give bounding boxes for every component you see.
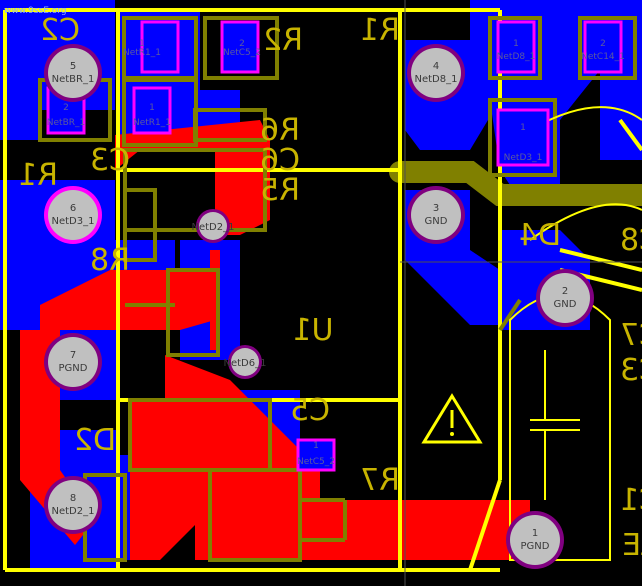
designator-label: C2	[40, 13, 80, 48]
pad-net-label: NetD2_1	[52, 506, 95, 517]
designator-label: D4	[519, 218, 561, 253]
pad-copper	[411, 190, 461, 240]
smd-pad-net: NetBR_1	[47, 118, 85, 128]
designator-label: R1	[360, 13, 400, 48]
smd-pad-shape	[220, 20, 260, 74]
smd-pad-number: 1	[139, 39, 145, 49]
designator-label: R6	[260, 113, 300, 148]
warning-symbol-icon	[421, 393, 483, 444]
smd-pad-number: 1	[313, 441, 319, 451]
pad-copper	[411, 48, 461, 98]
designator-label: C7	[620, 318, 642, 353]
pad-copper	[510, 515, 560, 565]
through-hole-pad-layer: 5NetBR_14NetD8_16NetD3_13GND2GND7PGND8Ne…	[44, 44, 594, 569]
pad-number: 7	[70, 350, 76, 361]
designator-label: C1	[620, 483, 642, 518]
silk-power-trace	[389, 161, 642, 206]
smd-pad-net: NetD8_1	[497, 52, 536, 62]
designator-layer: C2R2R1R6C6R5C3R1R8U1C5D2R7D4C7C1LEC8C3	[18, 13, 642, 563]
smd-pad-net: NetD3_1	[504, 153, 543, 163]
smd-pad-net: NetC5_2	[223, 48, 261, 58]
smd-pad-shape	[496, 108, 550, 167]
smd-pad-shape	[296, 438, 336, 472]
designator-label: C5	[290, 393, 330, 428]
pad-net-label: NetD3_1	[52, 216, 95, 227]
designator-label: LE	[622, 528, 642, 563]
designator-label: R1	[18, 158, 58, 193]
designator-label: R7	[360, 463, 400, 498]
smd-pad-number: 1	[520, 123, 526, 133]
watermark-text: www.9ssE.org	[4, 6, 67, 16]
smd-pad-number: 1	[149, 103, 155, 113]
via-copper	[231, 348, 259, 376]
designator-label: R5	[260, 173, 300, 208]
pad-copper	[48, 480, 98, 530]
pad-net-label: GND	[425, 216, 448, 227]
smd-pad-net: NetR1_1	[133, 118, 171, 128]
pad-net-label: PGND	[521, 541, 550, 552]
designator-label: R2	[263, 23, 303, 58]
smd-pad-number: 2	[600, 39, 606, 49]
pad-net-label: PGND	[59, 363, 88, 374]
pad-number: 6	[70, 203, 76, 214]
smd-pad-number: 1	[513, 39, 519, 49]
pad-number: 4	[433, 61, 439, 72]
pad-copper	[540, 273, 590, 323]
smd-pad-number: 2	[239, 39, 245, 49]
via-net-label: NetD6_1	[224, 358, 267, 369]
smd-pad-shape	[132, 86, 172, 135]
pad-number: 1	[532, 528, 538, 539]
pad-number: 8	[70, 493, 76, 504]
designator-label: D2	[74, 423, 116, 458]
snap-grid	[400, 0, 642, 586]
smd-pad-number: 2	[63, 103, 69, 113]
smd-pad-shape	[583, 20, 623, 74]
designator-label: C3	[90, 143, 130, 178]
pad-copper	[48, 337, 98, 387]
pad-copper	[48, 48, 98, 98]
pad-net-label: GND	[554, 299, 577, 310]
pad-net-label: NetD8_1	[415, 74, 458, 85]
designator-label: R8	[90, 243, 130, 278]
smd-pad-shape	[496, 20, 536, 74]
designator-label: C8	[620, 223, 642, 258]
smd-pad-shape	[140, 20, 180, 74]
via[interactable]: NetD6_1	[224, 345, 267, 379]
smd-pad-net: NetR1_1	[123, 48, 161, 58]
pad-number: 5	[70, 61, 76, 72]
via-copper	[199, 212, 227, 240]
pad-net-label: NetBR_1	[52, 74, 95, 85]
pad-number: 2	[562, 286, 568, 297]
via[interactable]: NetD2_1	[192, 209, 235, 243]
via-net-label: NetD2_1	[192, 222, 235, 233]
smd-pad-net: NetC5_2	[297, 457, 335, 467]
smd-pad-net: NetC14_1	[581, 52, 625, 62]
designator-label: U1	[292, 313, 333, 348]
designator-label: C6	[260, 143, 300, 178]
pad-copper	[48, 190, 98, 240]
smd-pad-layer: 1NetR1_12NetC5_22NetBR_11NetR1_11NetD8_1…	[46, 20, 625, 472]
pad-number: 3	[433, 203, 439, 214]
designator-label: C3	[620, 353, 642, 388]
